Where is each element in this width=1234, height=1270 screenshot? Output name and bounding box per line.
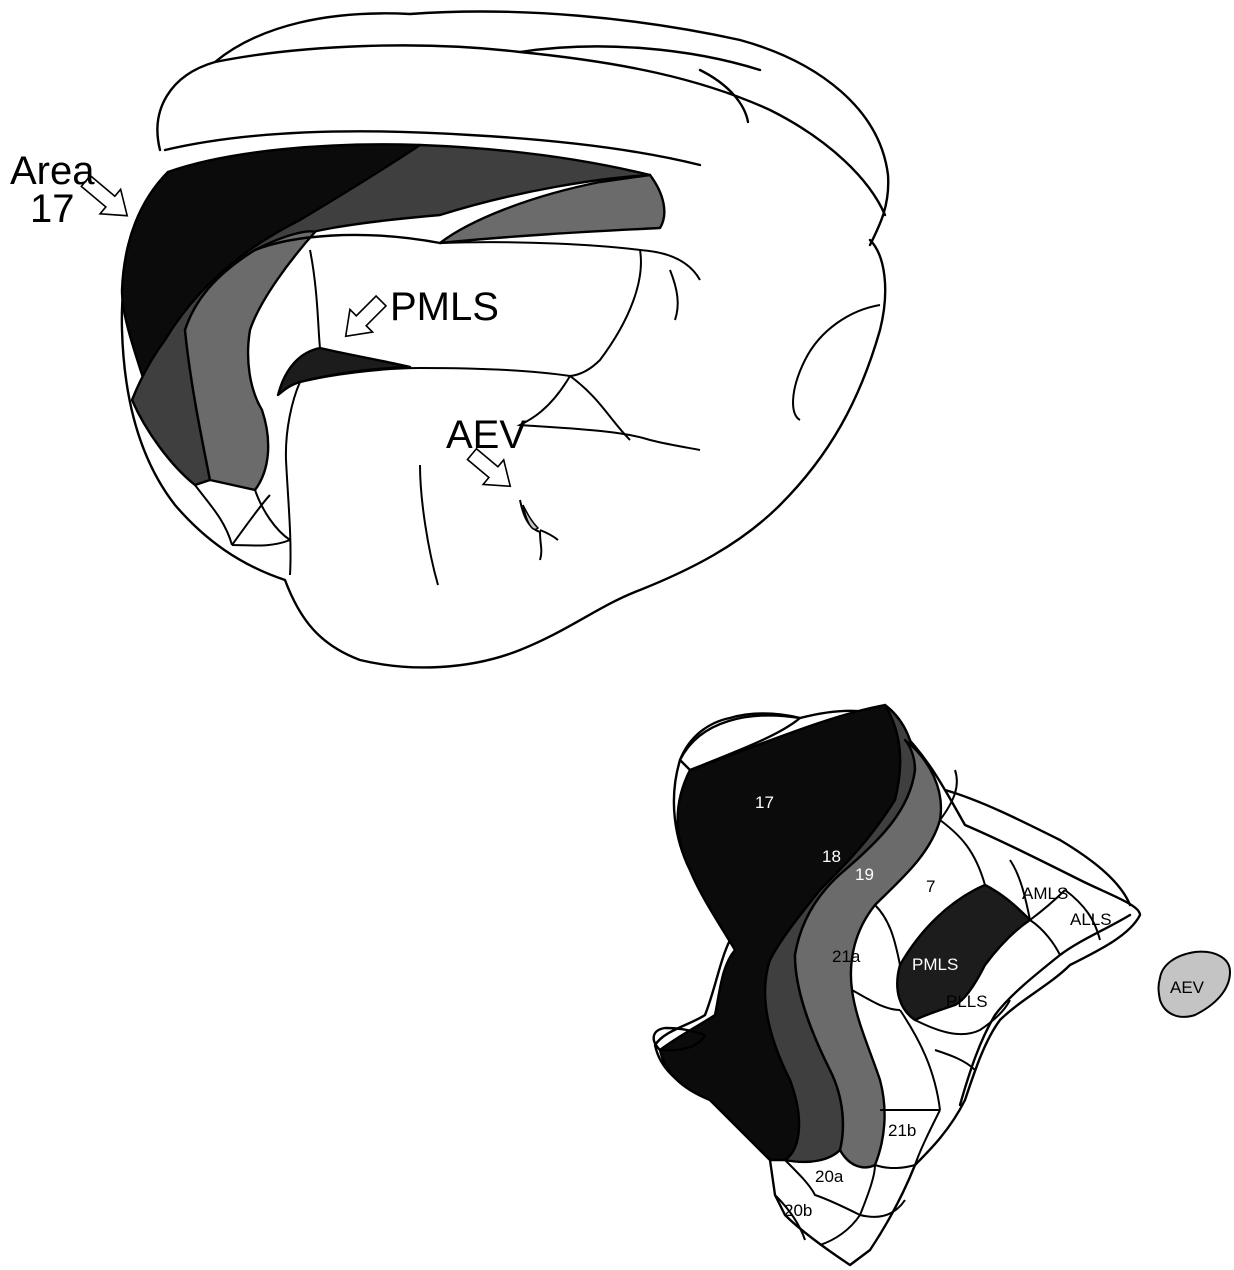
border-21a-top bbox=[875, 905, 900, 965]
border-pmls-plls bbox=[1030, 920, 1060, 955]
gyrus-line-4 bbox=[520, 46, 760, 70]
posterior-sulcus-line bbox=[286, 382, 300, 575]
border-21b-right bbox=[900, 1010, 940, 1110]
flatmap-label-alls: ALLS bbox=[1070, 910, 1112, 929]
border-bottom bbox=[820, 1215, 860, 1245]
flatmap-label-aev: AEV bbox=[1170, 978, 1205, 997]
flatmap-label-21a: 21a bbox=[832, 947, 861, 966]
flatmap-label-7: 7 bbox=[926, 877, 935, 896]
border-20a-right bbox=[875, 1165, 915, 1168]
border-21b-bottom bbox=[915, 1110, 940, 1165]
pmls-arrow-icon bbox=[334, 290, 392, 348]
posterior-small-areas bbox=[195, 485, 290, 546]
temporal-pole-line bbox=[793, 305, 880, 420]
gyrus-sulcus-1 bbox=[640, 250, 700, 280]
flatmap-label-plls: PLLS bbox=[946, 992, 988, 1011]
area-label-line2: 17 bbox=[30, 187, 75, 231]
flatmap-label-pmls: PMLS bbox=[912, 955, 958, 974]
flatmap-label-19: 19 bbox=[855, 865, 874, 884]
pmls-label: PMLS bbox=[390, 285, 499, 329]
flatmap-label-amls: AMLS bbox=[1022, 884, 1068, 903]
flatmap bbox=[654, 705, 1230, 1265]
sylvian-line bbox=[520, 376, 700, 450]
lateral-sulcus-line bbox=[310, 250, 320, 348]
flatmap-label-17: 17 bbox=[755, 793, 774, 812]
border-21a-bottom bbox=[852, 990, 900, 1010]
gyrus-line-3 bbox=[700, 70, 748, 122]
ventral-sulcus-line bbox=[420, 465, 438, 585]
border-20a-bottom bbox=[860, 1165, 875, 1215]
lateral-brain-view bbox=[122, 12, 888, 668]
flatmap-label-18: 18 bbox=[822, 847, 841, 866]
flatmap-label-20b: 20b bbox=[784, 1201, 812, 1220]
aev-branch-line bbox=[540, 530, 558, 540]
gyrus-sulcus-2 bbox=[670, 270, 678, 320]
flatmap-label-20a: 20a bbox=[815, 1167, 844, 1186]
flatmap-label-21b: 21b bbox=[888, 1121, 916, 1140]
border-lower-right bbox=[935, 1050, 975, 1070]
aev-label: AEV bbox=[446, 413, 526, 457]
